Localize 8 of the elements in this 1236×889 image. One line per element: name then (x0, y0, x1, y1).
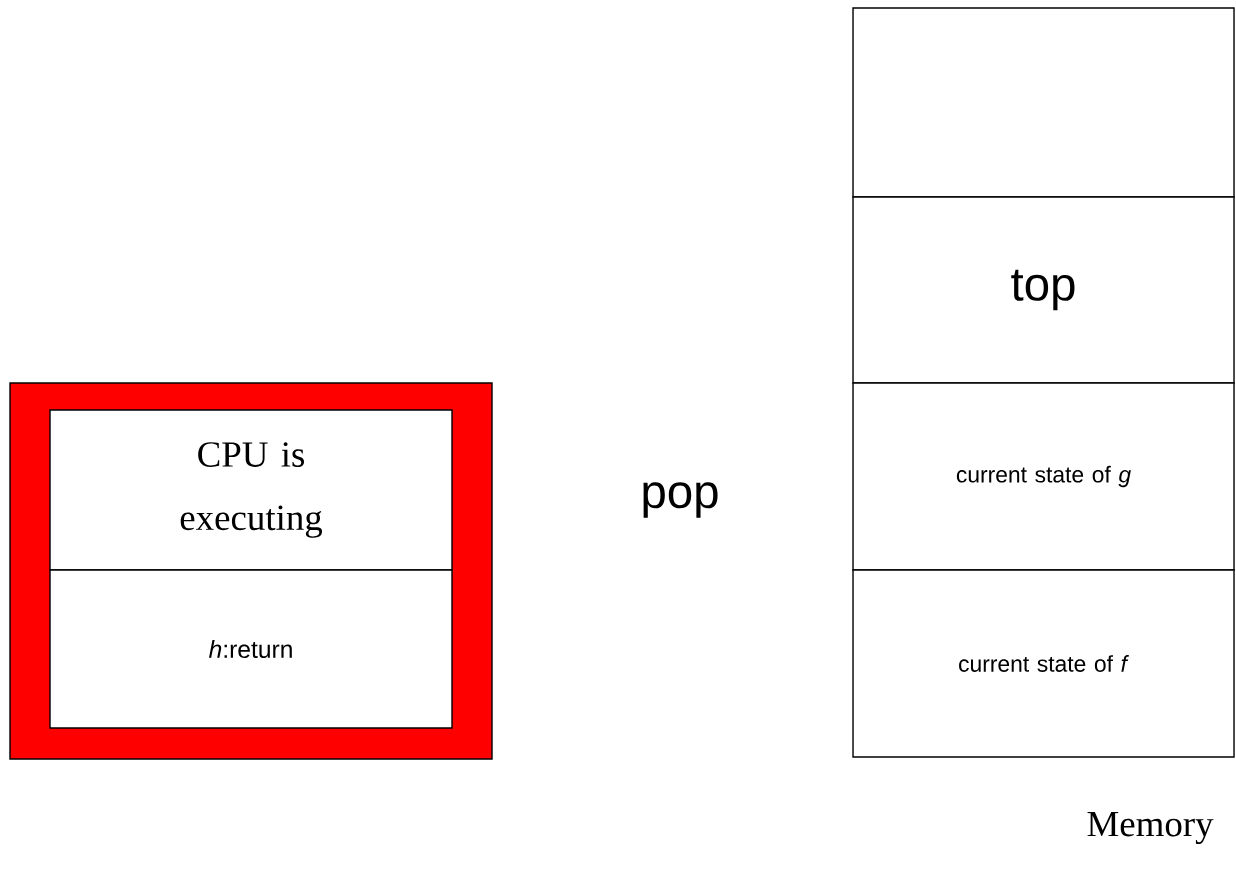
pop-label: pop (643, 482, 718, 518)
cpu-cell: h:return (49, 569, 453, 729)
cpu-cell: CPU is executing (49, 409, 453, 571)
memory-label: Memory (1087, 811, 1214, 845)
stack-cell: current state of f (852, 569, 1235, 758)
stack-cell: top (852, 196, 1235, 384)
stack-cell (852, 7, 1235, 198)
stack-cell: current state of g (852, 382, 1235, 571)
